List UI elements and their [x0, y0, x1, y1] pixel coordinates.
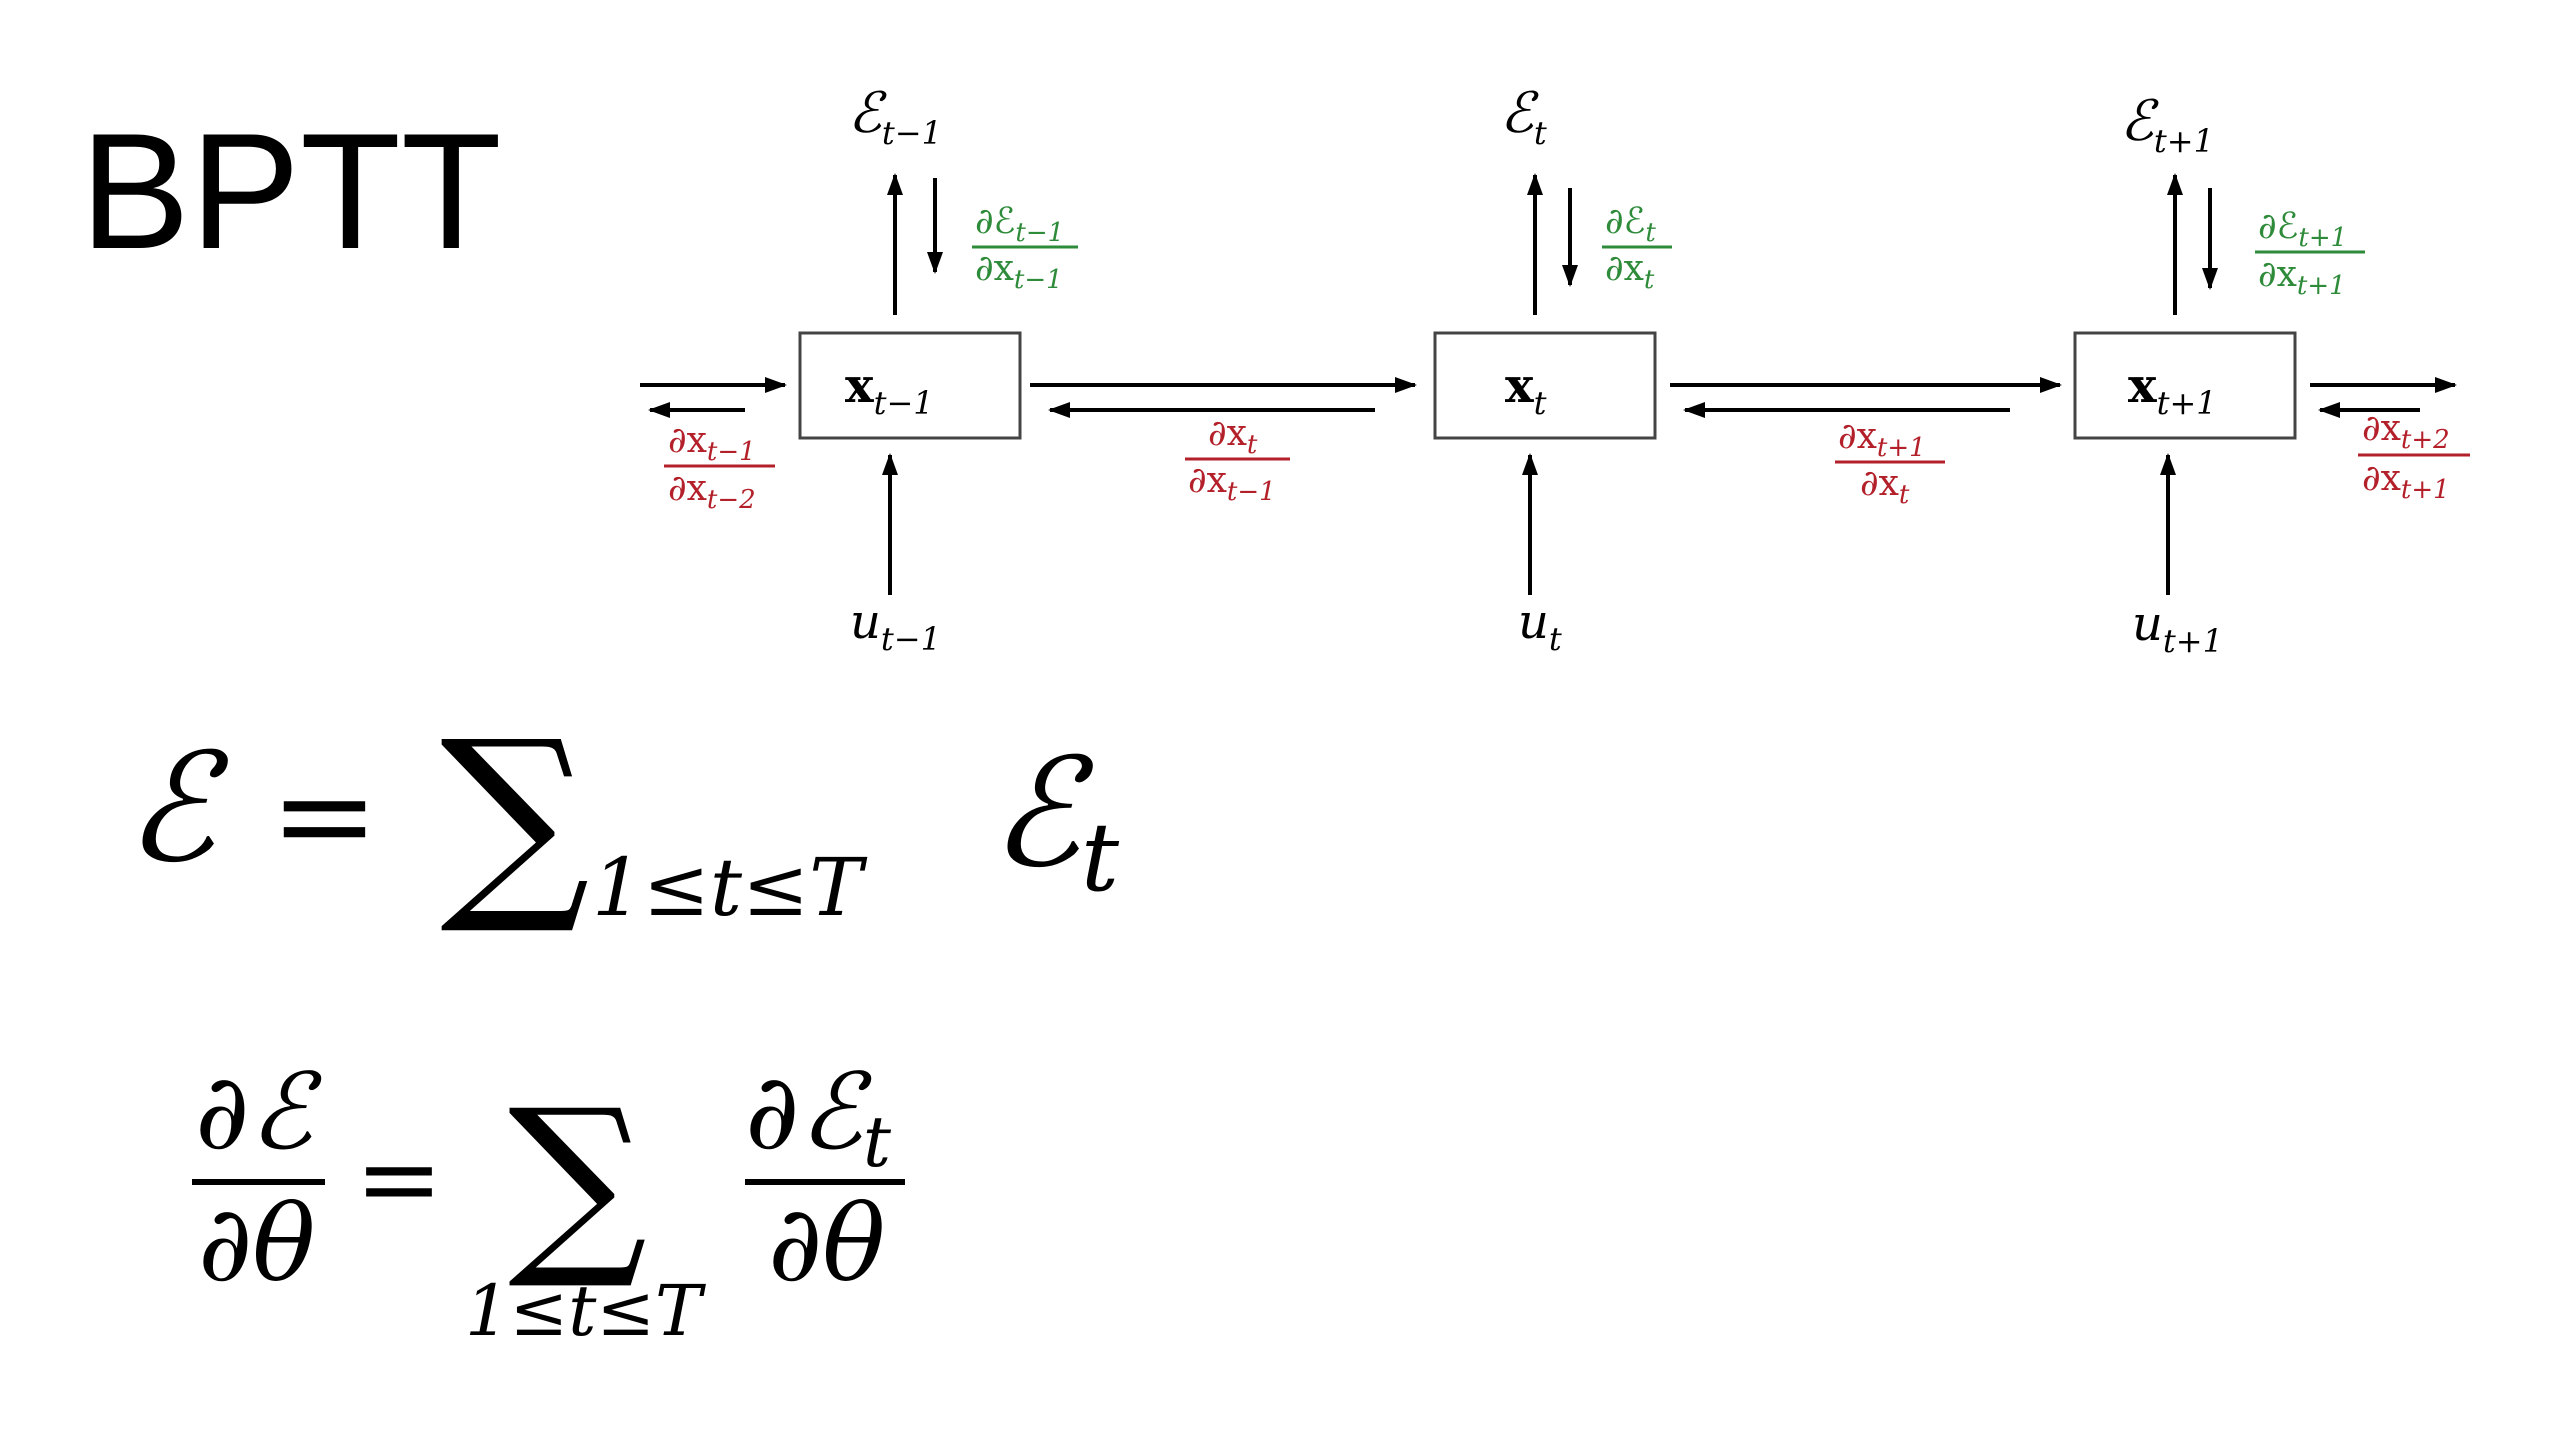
eq2-rhs-den: ∂θ: [768, 1183, 886, 1305]
node-t: xt ℰt ut ∂ℰt ∂xt: [1433, 81, 1672, 658]
error-gradient-den: ∂xt: [1605, 248, 1655, 295]
input-label: ut: [1518, 594, 1562, 658]
eq1-lhs: ℰ: [125, 722, 229, 896]
error-label: ℰt+1: [2120, 89, 2214, 160]
state-box: [1433, 331, 1657, 440]
eq1-equals: =: [270, 739, 379, 891]
error-gradient-num: ∂ℰt: [1605, 201, 1656, 248]
rnn-unrolled-diagram: xt−1 ℰt−1 ut−1 ∂ℰt−1 ∂xt−1 xt ℰt ut ∂ℰt: [640, 81, 2470, 660]
svg-text:∂xt−2: ∂xt−2: [668, 468, 756, 515]
svg-text:∂xt−1: ∂xt−1: [668, 420, 756, 467]
state-label: xt+1: [2128, 358, 2217, 422]
state-gradient-1: ∂xt ∂xt−1: [1185, 413, 1290, 507]
error-label: ℰt: [1500, 81, 1547, 152]
error-gradient: ∂ℰt−1 ∂xt−1: [972, 201, 1078, 295]
state-label: xt−1: [845, 358, 934, 422]
svg-text:∂xt+2: ∂xt+2: [2362, 408, 2450, 455]
eq2-lhs-den: ∂θ: [198, 1183, 316, 1305]
input-label: ut−1: [850, 594, 941, 658]
eq2-lhs-num: ∂ℰ: [195, 1051, 322, 1173]
svg-text:∂xt: ∂xt: [1208, 413, 1258, 460]
error-gradient-den: ∂xt−1: [975, 248, 1063, 295]
node-t-plus-1: xt+1 ℰt+1 ut+1 ∂ℰt+1 ∂xt+1: [2073, 89, 2365, 660]
error-gradient-num: ∂ℰt+1: [2258, 206, 2347, 253]
svg-text:∂xt−1: ∂xt−1: [1188, 460, 1276, 507]
state-gradient-2: ∂xt+1 ∂xt: [1835, 416, 1945, 510]
error-gradient: ∂ℰt ∂xt: [1602, 201, 1672, 295]
total-error-equation: ℰ = ∑ 1≤t≤T ℰt: [125, 695, 1120, 940]
slide-title: BPTT: [80, 99, 502, 283]
horizontal-arrows: [640, 377, 2457, 418]
svg-text:∂xt+1: ∂xt+1: [1838, 416, 1926, 463]
state-gradient-0: ∂xt−1 ∂xt−2: [664, 420, 775, 515]
error-label: ℰt−1: [848, 81, 942, 152]
eq1-term: ℰt: [990, 727, 1120, 913]
eq2-rhs-num: ∂ℰt: [745, 1051, 892, 1183]
eq2-sum: ∑: [508, 1067, 647, 1294]
error-gradient: ∂ℰt+1 ∂xt+1: [2255, 206, 2365, 301]
node-t-minus-1: xt−1 ℰt−1 ut−1 ∂ℰt−1 ∂xt−1: [798, 81, 1078, 658]
state-gradient-3: ∂xt+2 ∂xt+1: [2358, 408, 2470, 505]
input-label: ut+1: [2132, 596, 2223, 660]
svg-text:∂xt+1: ∂xt+1: [2362, 458, 2450, 505]
eq2-equals: =: [355, 1118, 443, 1240]
eq2-range: 1≤t≤T: [465, 1270, 706, 1352]
eq1-range: 1≤t≤T: [592, 841, 868, 934]
svg-text:∂xt: ∂xt: [1860, 463, 1910, 510]
eq1-sum: ∑: [440, 695, 590, 940]
error-gradient-num: ∂ℰt−1: [975, 201, 1064, 248]
state-box: [2073, 331, 2297, 440]
gradient-equation: ∂ℰ ∂θ = ∑ 1≤t≤T ∂ℰt ∂θ: [192, 1051, 905, 1352]
state-label: xt: [1505, 358, 1547, 422]
state-box: [798, 331, 1022, 440]
error-gradient-den: ∂xt+1: [2258, 254, 2346, 301]
